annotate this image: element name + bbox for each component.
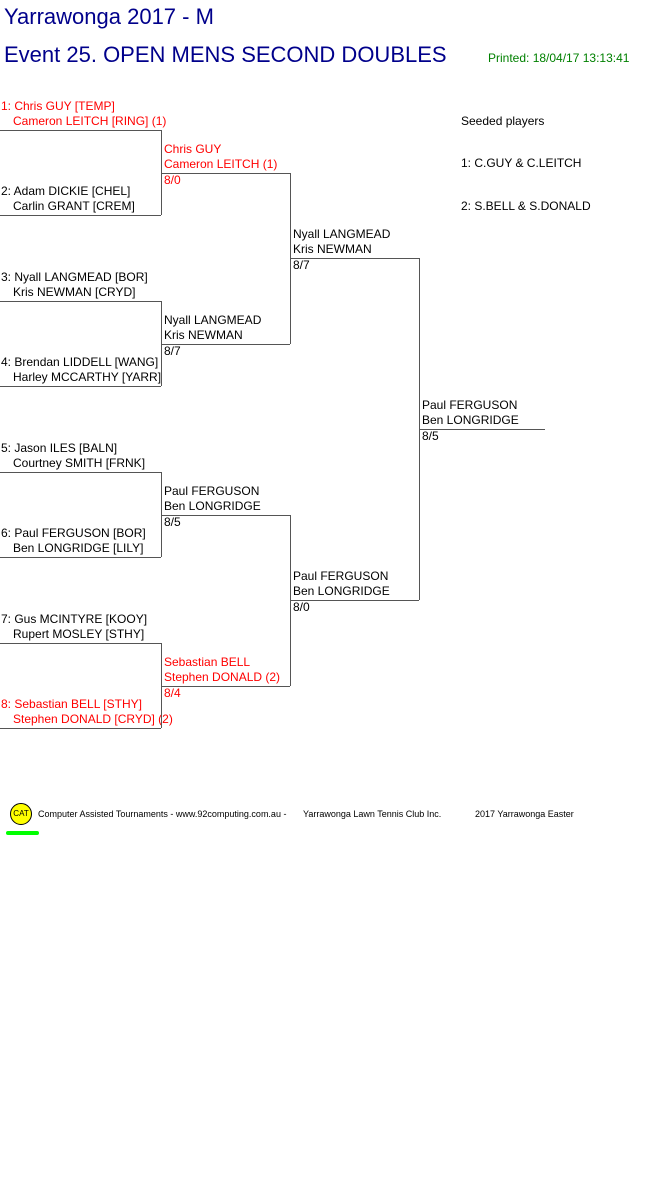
footer-club: Yarrawonga Lawn Tennis Club Inc. <box>303 809 442 819</box>
match-winner-line1: Paul FERGUSON <box>164 484 260 498</box>
entry-line1: 3: Nyall LANGMEAD [BOR] <box>1 270 148 284</box>
bracket-line <box>161 686 290 687</box>
match-winner-line2: Ben LONGRIDGE <box>164 499 261 513</box>
match-winner-line2: Kris NEWMAN <box>164 328 243 342</box>
bracket-line <box>0 643 161 644</box>
bracket-line <box>161 344 290 345</box>
entry-line1: 5: Jason ILES [BALN] <box>1 441 118 455</box>
entry-line2: Cameron LEITCH [RING] (1) <box>13 114 167 128</box>
final-score: 8/5 <box>422 429 439 443</box>
entry-line2: Ben LONGRIDGE [LILY] <box>13 541 144 555</box>
logo-underline <box>6 831 39 835</box>
entry-line1: 8: Sebastian BELL [STHY] <box>1 697 142 711</box>
bracket-line <box>0 472 161 473</box>
bracket-line <box>161 643 162 728</box>
event-title: Event 25. OPEN MENS SECOND DOUBLES <box>4 42 447 67</box>
match-score: 8/0 <box>293 600 310 614</box>
match-winner-line2: Ben LONGRIDGE <box>293 584 390 598</box>
bracket-line <box>161 173 290 174</box>
seed-2: 2: S.BELL & S.DONALD <box>461 199 591 213</box>
match-score: 8/4 <box>164 686 181 700</box>
tournament-title: Yarrawonga 2017 - M <box>4 4 214 29</box>
match-winner-line1: Chris GUY <box>164 142 222 156</box>
bracket-line <box>161 130 162 215</box>
bracket-line <box>0 215 161 216</box>
bracket-line <box>0 728 161 729</box>
bracket-line <box>161 301 162 386</box>
match-score: 8/7 <box>164 344 181 358</box>
match-winner-line1: Paul FERGUSON <box>293 569 389 583</box>
entry-line2: Carlin GRANT [CREM] <box>13 199 135 213</box>
seeded-players-heading: Seeded players <box>461 114 545 128</box>
bracket-line <box>161 515 290 516</box>
entry-line2: Harley MCCARTHY [YARR] <box>13 370 162 384</box>
match-score: 8/7 <box>293 258 310 272</box>
entry-line2: Rupert MOSLEY [STHY] <box>13 627 145 641</box>
entry-line2: Stephen DONALD [CRYD] (2) <box>13 712 173 726</box>
champion-line2: Ben LONGRIDGE <box>422 413 519 427</box>
footer-tournament: 2017 Yarrawonga Easter <box>475 809 574 819</box>
entry-line2: Courtney SMITH [FRNK] <box>13 456 146 470</box>
entry-line1: 4: Brendan LIDDELL [WANG] <box>1 355 159 369</box>
champion-line1: Paul FERGUSON <box>422 398 518 412</box>
printed-timestamp: Printed: 18/04/17 13:13:41 <box>488 51 630 65</box>
bracket-line <box>0 130 161 131</box>
footer-credit: Computer Assisted Tournaments - www.92co… <box>38 809 287 819</box>
bracket-line <box>290 600 419 601</box>
entry-line1: 2: Adam DICKIE [CHEL] <box>1 184 131 198</box>
bracket-line <box>419 429 545 430</box>
bracket-line <box>161 472 162 557</box>
bracket-line <box>0 557 161 558</box>
match-winner-line2: Cameron LEITCH (1) <box>164 157 278 171</box>
seed-1: 1: C.GUY & C.LEITCH <box>461 156 582 170</box>
bracket-line <box>290 258 419 259</box>
match-winner-line1: Nyall LANGMEAD <box>293 227 391 241</box>
entry-line1: 1: Chris GUY [TEMP] <box>1 99 115 113</box>
match-winner-line1: Nyall LANGMEAD <box>164 313 262 327</box>
bracket-line <box>0 301 161 302</box>
bracket-line <box>0 386 161 387</box>
match-winner-line2: Stephen DONALD (2) <box>164 670 281 684</box>
match-score: 8/0 <box>164 173 181 187</box>
entry-line2: Kris NEWMAN [CRYD] <box>13 285 136 299</box>
cat-logo-icon: CAT <box>10 803 32 825</box>
entry-line1: 6: Paul FERGUSON [BOR] <box>1 526 146 540</box>
match-winner-line2: Kris NEWMAN <box>293 242 372 256</box>
entry-line1: 7: Gus MCINTYRE [KOOY] <box>1 612 148 626</box>
match-score: 8/5 <box>164 515 181 529</box>
match-winner-line1: Sebastian BELL <box>164 655 251 669</box>
